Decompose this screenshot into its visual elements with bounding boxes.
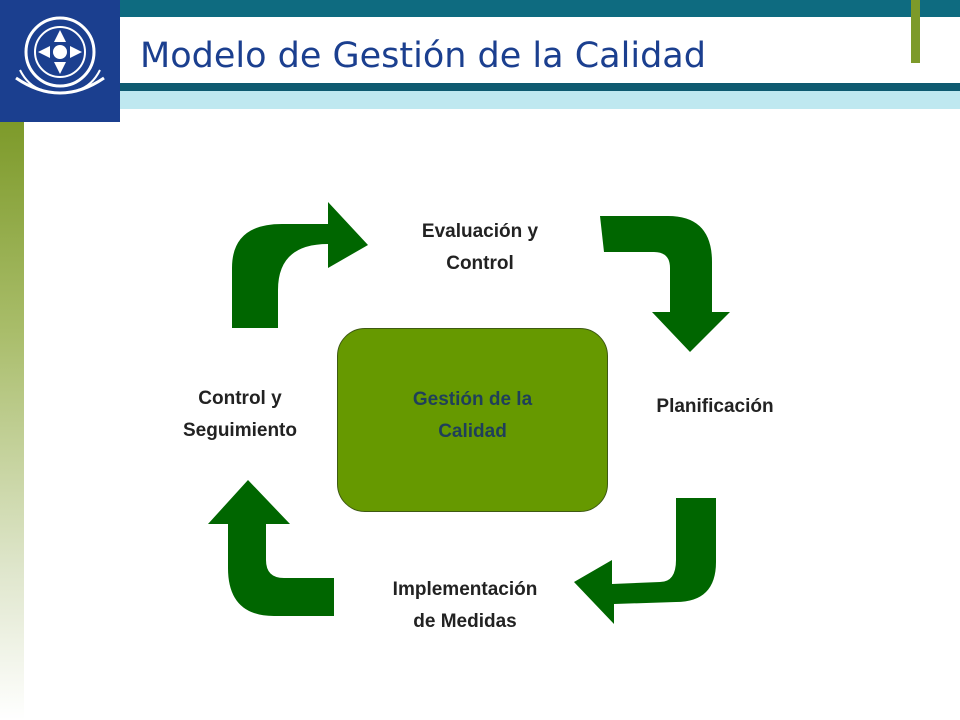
header-accent-tick bbox=[911, 0, 920, 63]
step-implementation-label: Implementación de Medidas bbox=[355, 574, 575, 638]
center-label-line2: Calidad bbox=[438, 421, 507, 442]
university-seal-icon bbox=[15, 16, 105, 95]
center-box bbox=[337, 328, 608, 512]
step-evaluation-label: Evaluación y Control bbox=[380, 216, 580, 280]
logo-panel bbox=[0, 0, 120, 122]
header-band-light bbox=[120, 91, 960, 109]
step-implementation-line1: Implementación bbox=[392, 579, 538, 600]
header-band-top bbox=[120, 0, 960, 17]
arrow-bottom-to-left bbox=[208, 480, 334, 616]
step-control-line2: Seguimiento bbox=[182, 420, 297, 441]
step-planning-line1: Planificación bbox=[656, 396, 774, 417]
step-implementation-line2: de Medidas bbox=[413, 611, 517, 632]
page-title: Modelo de Gestión de la Calidad bbox=[140, 36, 706, 76]
center-label-line1: Gestión de la bbox=[412, 389, 533, 410]
step-control-line1: Control y bbox=[198, 388, 282, 409]
step-evaluation-line1: Evaluación y bbox=[421, 221, 539, 242]
step-control-label: Control y Seguimiento bbox=[155, 383, 325, 447]
arrow-top-to-right bbox=[600, 216, 730, 352]
side-accent-bar bbox=[0, 122, 24, 720]
step-evaluation-line2: Control bbox=[446, 253, 514, 274]
arrow-left-to-top bbox=[232, 202, 368, 328]
title-area bbox=[120, 17, 960, 83]
step-planning-label: Planificación bbox=[630, 391, 800, 423]
header-band-dark bbox=[120, 83, 960, 91]
arrow-right-to-bottom bbox=[574, 498, 716, 624]
center-label: Gestión de la Calidad bbox=[337, 384, 608, 448]
